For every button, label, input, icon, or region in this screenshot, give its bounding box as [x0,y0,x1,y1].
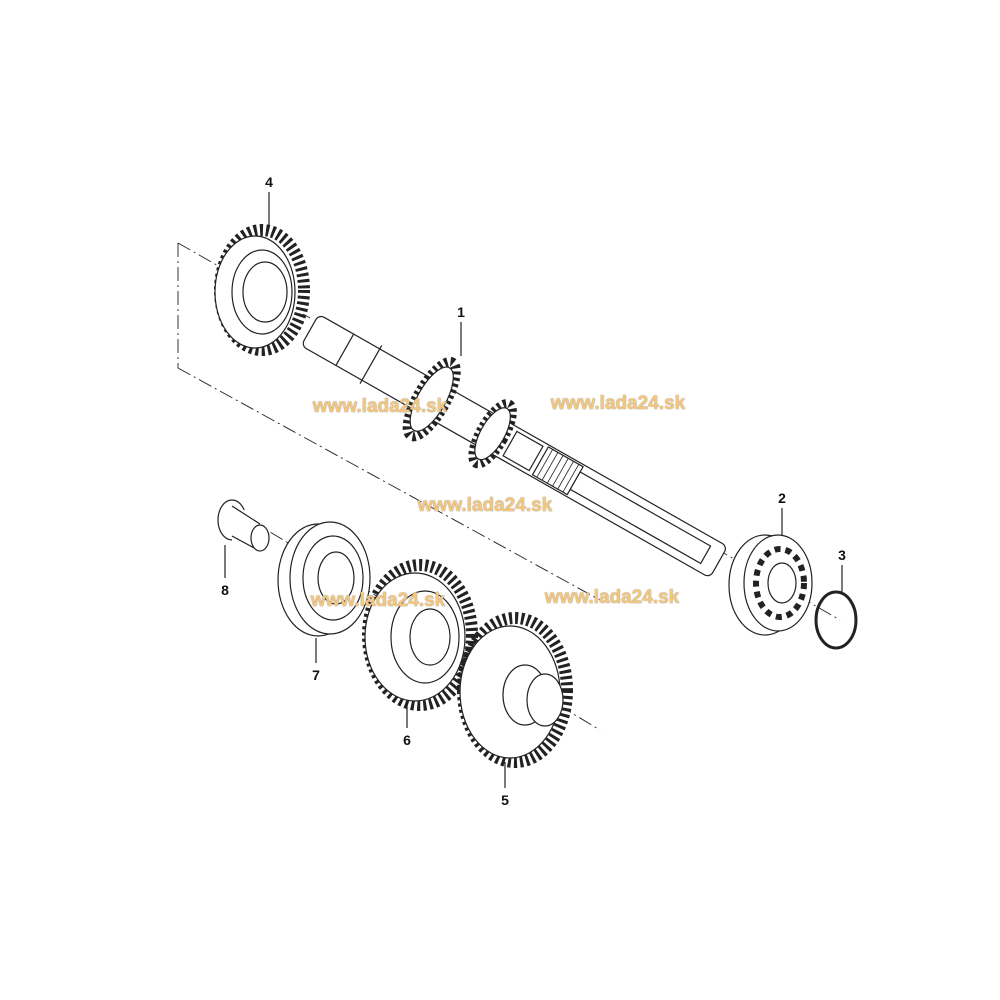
gear-part-6 [362,559,478,711]
gear-part-4 [214,224,310,356]
watermark: www.lada24.sk [310,590,446,611]
callout-5: 5 [501,792,509,808]
bushing-part-8 [217,499,270,552]
callout-1: 1 [457,304,465,320]
bearing-part-2 [728,534,813,636]
callout-2: 2 [778,490,786,506]
callout-7: 7 [312,667,320,683]
bearing-part-7 [277,521,371,637]
watermark: www.lada24.sk [544,587,680,608]
callout-8: 8 [221,582,229,598]
callout-6: 6 [403,732,411,748]
gear-part-5 [457,612,573,768]
retaining-ring-part-3 [814,590,858,650]
callout-leaders [224,192,843,788]
callout-4: 4 [265,174,273,190]
callout-3: 3 [838,547,846,563]
watermark: www.lada24.sk [312,396,448,417]
watermark: www.lada24.sk [417,495,553,516]
watermark: www.lada24.sk [550,393,686,414]
shaft-part-1 [302,315,726,577]
